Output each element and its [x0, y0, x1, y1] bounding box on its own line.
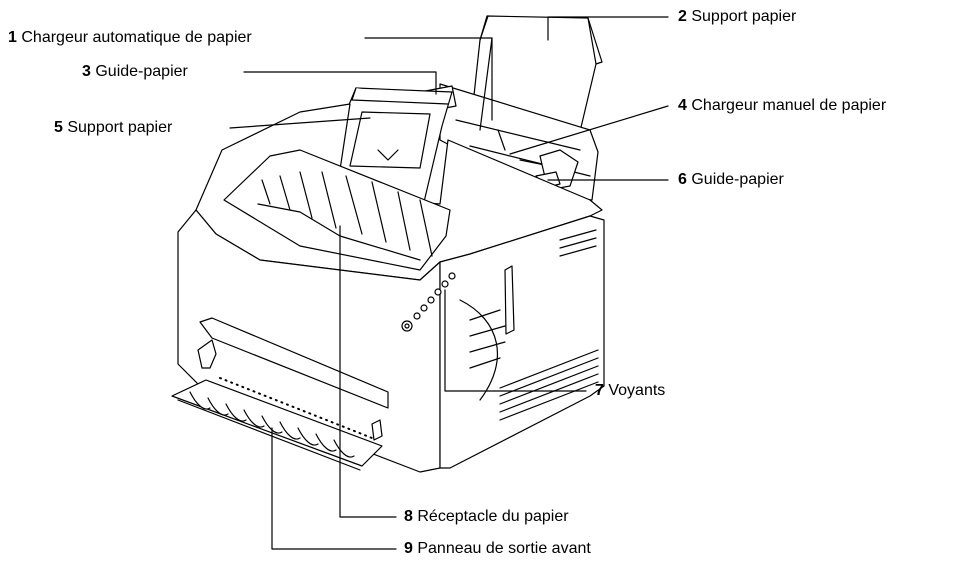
callout-6-number: 6 — [678, 171, 687, 188]
callout-3: 3 Guide-papier — [82, 63, 188, 81]
callout-2: 2 Support papier — [678, 8, 796, 26]
callout-9-number: 9 — [404, 540, 413, 557]
callout-6-text: Guide-papier — [691, 171, 784, 188]
callout-8-text: Réceptacle du papier — [417, 508, 568, 525]
callout-7-text: Voyants — [608, 382, 665, 399]
callout-1-number: 1 — [8, 29, 17, 46]
callout-4: 4 Chargeur manuel de papier — [678, 97, 886, 115]
callout-2-number: 2 — [678, 8, 687, 25]
callout-6: 6 Guide-papier — [678, 171, 784, 189]
callout-3-text: Guide-papier — [95, 63, 188, 80]
callout-5-text: Support papier — [67, 119, 172, 136]
callout-5: 5 Support papier — [54, 119, 172, 137]
callout-4-number: 4 — [678, 97, 687, 114]
callout-4-text: Chargeur manuel de papier — [691, 97, 886, 114]
callout-9: 9 Panneau de sortie avant — [404, 540, 591, 558]
callout-5-number: 5 — [54, 119, 63, 136]
callout-7: 7 Voyants — [595, 382, 665, 400]
callout-1: 1 Chargeur automatique de papier — [8, 29, 252, 47]
callout-9-text: Panneau de sortie avant — [417, 540, 590, 557]
callout-7-number: 7 — [595, 382, 604, 399]
callout-8: 8 Réceptacle du papier — [404, 508, 569, 526]
callout-2-text: Support papier — [691, 8, 796, 25]
callout-8-number: 8 — [404, 508, 413, 525]
callout-1-text: Chargeur automatique de papier — [21, 29, 251, 46]
callout-3-number: 3 — [82, 63, 91, 80]
